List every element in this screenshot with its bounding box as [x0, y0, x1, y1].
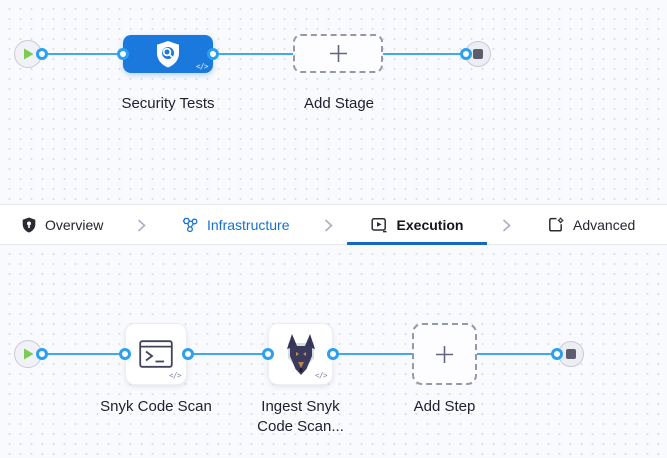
tab-execution[interactable]: Execution	[347, 205, 487, 245]
add-stage-button[interactable]	[293, 34, 383, 73]
stage-config-tab-bar: Overview Infrastructure	[0, 204, 667, 245]
play-icon	[23, 48, 33, 60]
add-stage-label: Add Stage	[303, 95, 375, 112]
step-label-line1: Ingest Snyk	[261, 398, 340, 415]
plus-icon	[329, 45, 347, 62]
tab-label: Infrastructure	[207, 216, 290, 233]
tab-overview[interactable]: Overview	[22, 205, 103, 244]
connection-port[interactable]	[207, 48, 219, 60]
chevron-right-icon	[137, 219, 146, 232]
execution-run-icon	[370, 217, 387, 232]
stage-label: Security Tests	[121, 95, 215, 112]
infrastructure-molecule-icon	[182, 217, 198, 232]
chevron-right-icon	[502, 219, 511, 232]
plus-icon	[436, 345, 453, 363]
execution-step-canvas[interactable]: </> Snyk Code Scan </> Ingest Snyk Code …	[0, 245, 667, 458]
tab-label: Advanced	[573, 216, 636, 233]
step-node-ingest-snyk-code-scan[interactable]: </>	[268, 323, 333, 385]
connection-port[interactable]	[327, 348, 339, 360]
tab-label: Execution	[396, 216, 464, 233]
stage-connector-line	[40, 53, 468, 55]
shield-overview-icon	[22, 217, 36, 232]
terminal-icon	[139, 340, 173, 368]
connection-port[interactable]	[460, 48, 472, 60]
active-tab-underline	[347, 242, 487, 245]
shield-scan-icon	[157, 40, 179, 67]
advanced-settings-icon	[549, 217, 564, 232]
stop-icon	[566, 349, 576, 359]
code-view-toggle[interactable]: </>	[314, 371, 328, 380]
step-node-snyk-code-scan[interactable]: </>	[125, 323, 187, 385]
tab-advanced[interactable]: Advanced	[548, 205, 635, 244]
stop-icon	[473, 49, 483, 59]
connection-port[interactable]	[36, 348, 48, 360]
step-label: Snyk Code Scan	[100, 398, 212, 415]
code-view-toggle[interactable]: </>	[168, 371, 182, 380]
step-label-line2: Code Scan...	[257, 417, 344, 435]
stage-canvas[interactable]: </> Security Tests Add Stage	[0, 0, 667, 204]
connection-port[interactable]	[262, 348, 274, 360]
snyk-dog-icon	[286, 334, 315, 375]
connection-port[interactable]	[36, 48, 48, 60]
connection-port[interactable]	[182, 348, 194, 360]
connection-port[interactable]	[117, 48, 129, 60]
play-icon	[23, 348, 33, 360]
connection-port[interactable]	[119, 348, 131, 360]
step-label: Ingest Snyk Code Scan...	[238, 397, 363, 436]
chevron-right-icon	[324, 219, 333, 232]
connection-port[interactable]	[551, 348, 563, 360]
add-step-label: Add Step	[413, 398, 476, 415]
add-step-button[interactable]	[412, 323, 477, 385]
code-view-toggle[interactable]: </>	[195, 62, 209, 71]
tab-infrastructure[interactable]: Infrastructure	[182, 205, 289, 244]
tab-label: Overview	[45, 216, 104, 233]
stage-node-security-tests[interactable]: </>	[123, 35, 213, 73]
